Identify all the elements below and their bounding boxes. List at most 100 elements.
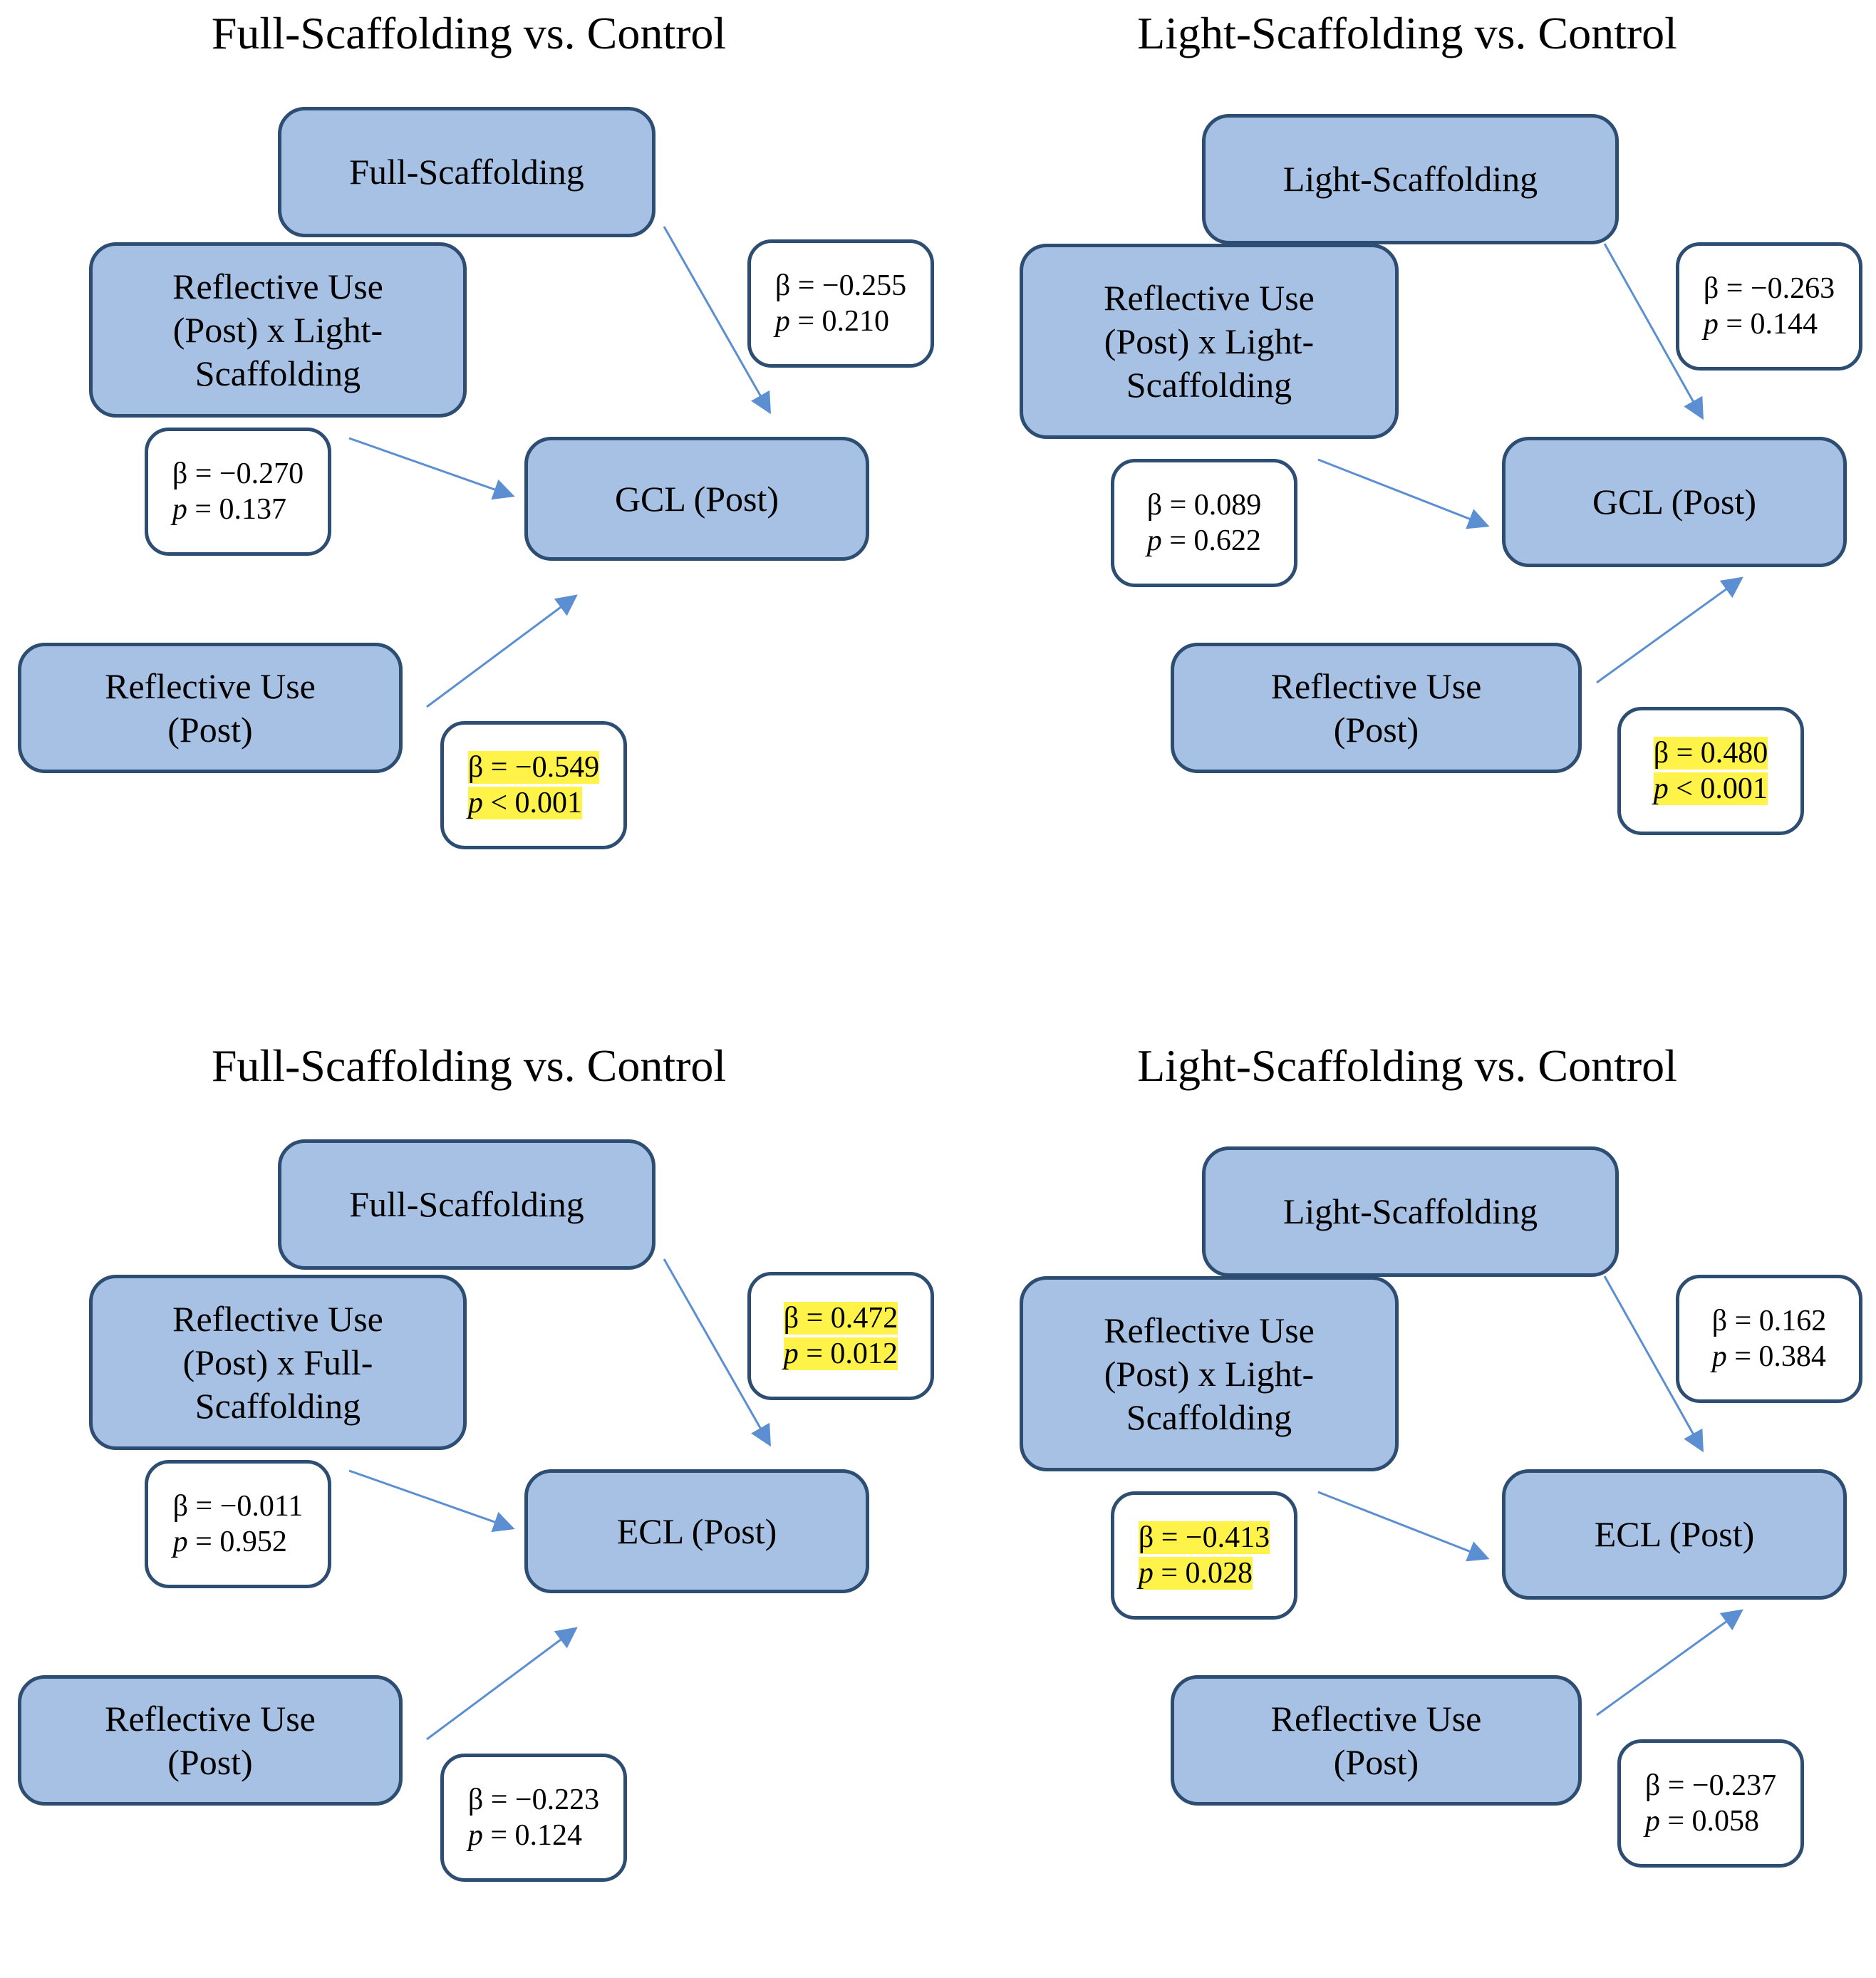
node-label: Reflective Use (Post) x Light- Scaffoldi… [1104, 1310, 1315, 1437]
node-label: ECL (Post) [1594, 1514, 1755, 1554]
node-label: Light-Scaffolding [1282, 159, 1538, 199]
interaction-node: Reflective Use (Post) x Light- Scaffoldi… [1020, 244, 1399, 439]
predictor-node: Reflective Use (Post) [1171, 643, 1582, 773]
beta-value: β = −0.237 [1644, 1769, 1777, 1802]
p-value: = 0.137 [195, 493, 287, 526]
arrow-moderator-to-outcome [663, 1258, 771, 1447]
interaction-node: Reflective Use (Post) x Light- Scaffoldi… [89, 242, 467, 418]
interaction-node: Reflective Use (Post) x Full- Scaffoldin… [89, 1275, 467, 1450]
beta-value: β = −0.263 [1703, 271, 1835, 305]
p-value: = 0.952 [195, 1526, 287, 1558]
p-symbol: p [1703, 308, 1719, 341]
node-label: Reflective Use (Post) x Full- Scaffoldin… [172, 1298, 383, 1426]
p-value: = 0.144 [1726, 308, 1818, 341]
beta-value: β = 0.472 [783, 1301, 898, 1335]
p-symbol: p [467, 1819, 483, 1852]
p-symbol: p [1138, 1557, 1154, 1590]
arrow-moderator-to-outcome [1603, 1275, 1704, 1453]
outcome-node: ECL (Post) [1502, 1469, 1847, 1600]
p-symbol: p [774, 305, 790, 338]
beta-value: β = −0.011 [172, 1489, 304, 1523]
node-label: Reflective Use (Post) [105, 666, 316, 750]
outcome-node: GCL (Post) [1502, 437, 1847, 567]
p-symbol: p [172, 493, 187, 526]
p-value: < 0.001 [1676, 772, 1768, 805]
predictor-node: Reflective Use (Post) [18, 643, 403, 773]
arrow-predictor-to-outcome [426, 594, 578, 708]
panel-title: Full-Scaffolding vs. Control [211, 1040, 727, 1091]
arrow-interaction-to-outcome [348, 437, 515, 500]
node-label: Reflective Use (Post) x Light- Scaffoldi… [1104, 277, 1315, 405]
beta-value: β = 0.162 [1711, 1304, 1827, 1337]
outcome-node: ECL (Post) [524, 1469, 869, 1593]
p-symbol: p [467, 787, 483, 819]
p-value: = 0.210 [797, 305, 890, 338]
arrow-interaction-to-outcome [1317, 458, 1490, 529]
node-label: Reflective Use (Post) x Light- Scaffoldi… [172, 266, 383, 393]
panel-title: Full-Scaffolding vs. Control [211, 8, 727, 58]
arrow-interaction-to-outcome [348, 1469, 515, 1533]
arrow-interaction-to-outcome [1317, 1491, 1490, 1562]
node-label: Reflective Use (Post) [1270, 666, 1482, 750]
path-arrows [1317, 243, 1743, 684]
panel-title: Light-Scaffolding vs. Control [1137, 1040, 1677, 1091]
p-value: = 0.028 [1161, 1557, 1253, 1590]
node-label: Reflective Use (Post) [105, 1698, 316, 1782]
arrow-predictor-to-outcome [426, 1627, 578, 1741]
p-value: = 0.124 [490, 1819, 583, 1852]
moderator-node: Light-Scaffolding [1202, 1146, 1619, 1277]
arrow-predictor-to-outcome [1596, 576, 1743, 684]
node-label: GCL (Post) [1592, 482, 1757, 522]
p-value: = 0.384 [1734, 1340, 1826, 1373]
p-value: = 0.622 [1169, 524, 1261, 557]
predictor-node: Reflective Use (Post) [1171, 1675, 1582, 1806]
interaction-node: Reflective Use (Post) x Light- Scaffoldi… [1020, 1276, 1399, 1471]
p-symbol: p [783, 1337, 799, 1370]
p-symbol: p [1146, 524, 1162, 557]
moderator-node: Full-Scaffolding [278, 1139, 655, 1270]
beta-value: β = −0.413 [1138, 1521, 1270, 1554]
panel-title: Light-Scaffolding vs. Control [1137, 8, 1677, 58]
p-symbol: p [1653, 772, 1669, 805]
moderator-node: Light-Scaffolding [1202, 114, 1619, 244]
p-value: < 0.001 [490, 787, 583, 819]
p-symbol: p [1711, 1340, 1727, 1373]
beta-value: β = 0.089 [1146, 488, 1262, 522]
arrow-moderator-to-outcome [1603, 243, 1704, 420]
path-arrows [348, 226, 771, 708]
moderator-node: Full-Scaffolding [278, 107, 655, 237]
arrow-predictor-to-outcome [1596, 1609, 1743, 1716]
beta-value: β = −0.270 [172, 457, 304, 490]
beta-value: β = −0.255 [774, 269, 907, 302]
node-label: Full-Scaffolding [349, 152, 584, 192]
path-arrows [1317, 1275, 1743, 1716]
node-label: ECL (Post) [616, 1511, 777, 1551]
p-symbol: p [1644, 1805, 1660, 1838]
beta-value: β = 0.480 [1653, 736, 1768, 770]
node-label: GCL (Post) [614, 478, 779, 519]
outcome-node: GCL (Post) [524, 437, 869, 561]
path-arrows [348, 1258, 771, 1741]
p-value: = 0.058 [1667, 1805, 1760, 1838]
node-label: Full-Scaffolding [349, 1184, 584, 1224]
arrow-moderator-to-outcome [663, 226, 771, 415]
predictor-node: Reflective Use (Post) [18, 1675, 403, 1806]
node-label: Reflective Use (Post) [1270, 1698, 1482, 1782]
p-symbol: p [172, 1526, 188, 1558]
